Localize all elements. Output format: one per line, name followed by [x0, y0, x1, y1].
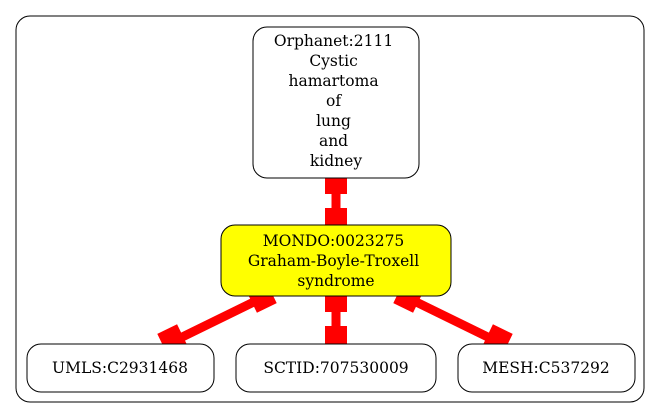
node-label-line: of [326, 92, 342, 110]
node-label-line: MONDO:0023275 [263, 232, 405, 250]
node-label-line: UMLS:C2931468 [52, 359, 188, 377]
node-label-line: syndrome [297, 272, 374, 290]
node-mesh[interactable]: MESH:C537292 [457, 343, 636, 393]
node-box [457, 343, 636, 393]
node-box [26, 343, 215, 393]
node-label-line: lung [316, 112, 351, 130]
edge-line [406, 293, 502, 348]
node-label: MESH:C537292 [482, 359, 610, 377]
node-label-line: and [319, 132, 348, 150]
node-label-line: Graham-Boyle-Troxell [248, 252, 419, 270]
node-label: MONDO:0023275 Graham-Boyle-Troxell syndr… [248, 232, 424, 290]
node-orphanet[interactable]: Orphanet:2111 Cystic hamartoma of lung a… [252, 26, 420, 179]
node-label-line: hamartoma [288, 72, 378, 90]
node-box [235, 343, 437, 393]
node-mondo[interactable]: MONDO:0023275 Graham-Boyle-Troxell syndr… [220, 224, 452, 297]
node-label: UMLS:C2931468 [52, 359, 188, 377]
edge-cap [325, 326, 347, 348]
node-sctid[interactable]: SCTID:707530009 [235, 343, 437, 393]
node-umls[interactable]: UMLS:C2931468 [26, 343, 215, 393]
node-label-line: kidney [310, 152, 362, 170]
node-label-line: Orphanet:2111 [274, 32, 393, 50]
node-box [252, 26, 420, 179]
node-label-line: Cystic [309, 52, 357, 70]
node-label: Orphanet:2111 Cystic hamartoma of lung a… [274, 32, 398, 170]
node-label: SCTID:707530009 [263, 359, 408, 377]
node-label-line: MESH:C537292 [482, 359, 610, 377]
edge-line [168, 293, 264, 348]
node-label-line: SCTID:707530009 [263, 359, 408, 377]
node-box [220, 224, 452, 297]
